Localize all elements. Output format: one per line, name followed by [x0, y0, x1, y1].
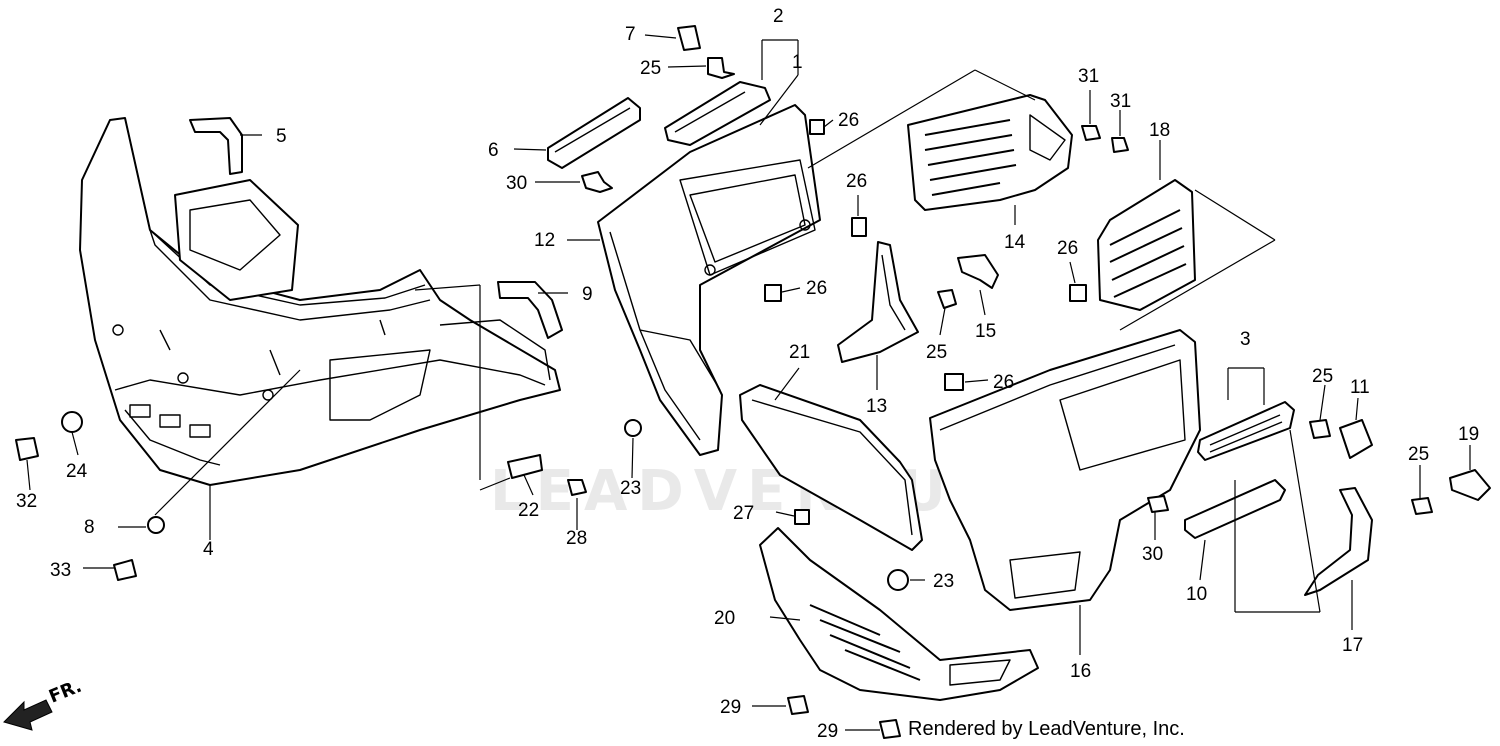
part-8-grommet [147, 516, 165, 534]
part-30-screw-bottom [1147, 495, 1169, 513]
part-27-clip [794, 509, 810, 525]
callout-13: 13 [866, 396, 887, 417]
part-26-clip-d [1069, 284, 1087, 302]
part-29-screw-a [787, 695, 809, 715]
callout-26-b: 26 [846, 171, 867, 192]
part-21-panel [739, 384, 923, 551]
callout-2: 2 [773, 6, 784, 27]
part-22-clip [507, 454, 543, 479]
callout-31-b: 31 [1110, 91, 1131, 112]
callout-19: 19 [1458, 424, 1479, 445]
credit-text: Rendered by LeadVenture, Inc. [908, 718, 1185, 740]
callout-18: 18 [1149, 120, 1170, 141]
callout-27: 27 [733, 503, 754, 524]
front-direction-arrow: FR. [3, 676, 85, 731]
callout-25-c: 25 [1312, 366, 1333, 387]
callout-24: 24 [66, 461, 88, 482]
part-33-bolt [113, 559, 137, 581]
part-32-bolt [15, 437, 39, 461]
callout-31-a: 31 [1078, 66, 1099, 87]
part-26-clip-a [809, 119, 825, 135]
front-direction-label: FR. [46, 676, 85, 708]
part-23-grommet-b [887, 569, 909, 591]
part-15-bracket [957, 254, 999, 289]
callout-30-b: 30 [1142, 544, 1163, 565]
callout-12: 12 [534, 230, 555, 251]
callout-15: 15 [975, 321, 996, 342]
callout-labels: 1 2 3 4 5 6 7 8 9 10 11 12 13 14 15 16 1… [16, 6, 1479, 742]
part-31-screw-a [1081, 125, 1101, 141]
part-5-bracket [189, 117, 243, 175]
part-26-clip-b [851, 217, 867, 237]
callout-4: 4 [203, 539, 214, 560]
callout-26-a: 26 [838, 110, 859, 131]
callout-23-b: 23 [933, 571, 954, 592]
callout-26-c: 26 [806, 278, 827, 299]
callout-17: 17 [1342, 635, 1363, 656]
part-25-screw-mid [937, 289, 957, 309]
part-23-grommet-a [624, 419, 642, 437]
part-30-screw-top [581, 171, 613, 193]
part-7-clip [677, 25, 701, 51]
callout-23-a: 23 [620, 478, 641, 499]
callout-32: 32 [16, 491, 37, 512]
callout-16: 16 [1070, 661, 1091, 682]
part-24-grommet [61, 411, 83, 433]
callout-28: 28 [566, 528, 587, 549]
part-26-clip-e [944, 373, 964, 391]
callout-26-e: 26 [993, 372, 1014, 393]
callout-3: 3 [1240, 329, 1251, 350]
part-12-inner-cover [597, 104, 821, 456]
part-28-screw [567, 479, 587, 496]
part-13-bracket [837, 241, 919, 363]
part-29-screw-b [879, 719, 901, 739]
part-26-clip-c [764, 284, 782, 302]
part-31-screw-b [1111, 137, 1129, 153]
part-20-under-cowl [759, 527, 1039, 701]
callout-20: 20 [714, 608, 735, 629]
callout-25-d: 25 [1408, 444, 1429, 465]
callout-8: 8 [84, 517, 95, 538]
callout-25-b: 25 [926, 342, 947, 363]
callout-9: 9 [582, 284, 593, 305]
callout-7: 7 [625, 24, 636, 45]
callout-29-b: 29 [817, 721, 838, 742]
part-1-strip [664, 81, 771, 146]
callout-21: 21 [789, 342, 810, 363]
part-4-front-cover [79, 117, 561, 486]
part-3-lamp [1197, 401, 1295, 461]
callout-25-a: 25 [640, 58, 661, 79]
callout-26-d: 26 [1057, 238, 1078, 259]
callout-1: 1 [792, 52, 803, 73]
callout-29-a: 29 [720, 697, 741, 718]
part-16-front-cowl [929, 329, 1201, 611]
part-9-hose [497, 281, 563, 339]
part-14-vent-cover [907, 94, 1073, 211]
part-6-strip [547, 97, 641, 169]
callout-6: 6 [488, 140, 499, 161]
callout-11: 11 [1350, 377, 1370, 398]
leader-lines [26, 34, 1471, 731]
part-25-screw-far-right [1411, 497, 1433, 515]
callout-33: 33 [50, 560, 71, 581]
part-25-screw-top [707, 57, 735, 79]
part-25-screw-right [1309, 419, 1331, 439]
callout-10: 10 [1186, 584, 1207, 605]
callout-30-a: 30 [506, 173, 527, 194]
callout-14: 14 [1004, 232, 1026, 253]
part-19-clip [1449, 469, 1491, 501]
part-17-strip [1304, 487, 1373, 596]
part-11-lens [1339, 419, 1373, 459]
callout-22: 22 [518, 500, 539, 521]
part-18-side-grille [1097, 179, 1196, 311]
callout-5: 5 [276, 126, 287, 147]
